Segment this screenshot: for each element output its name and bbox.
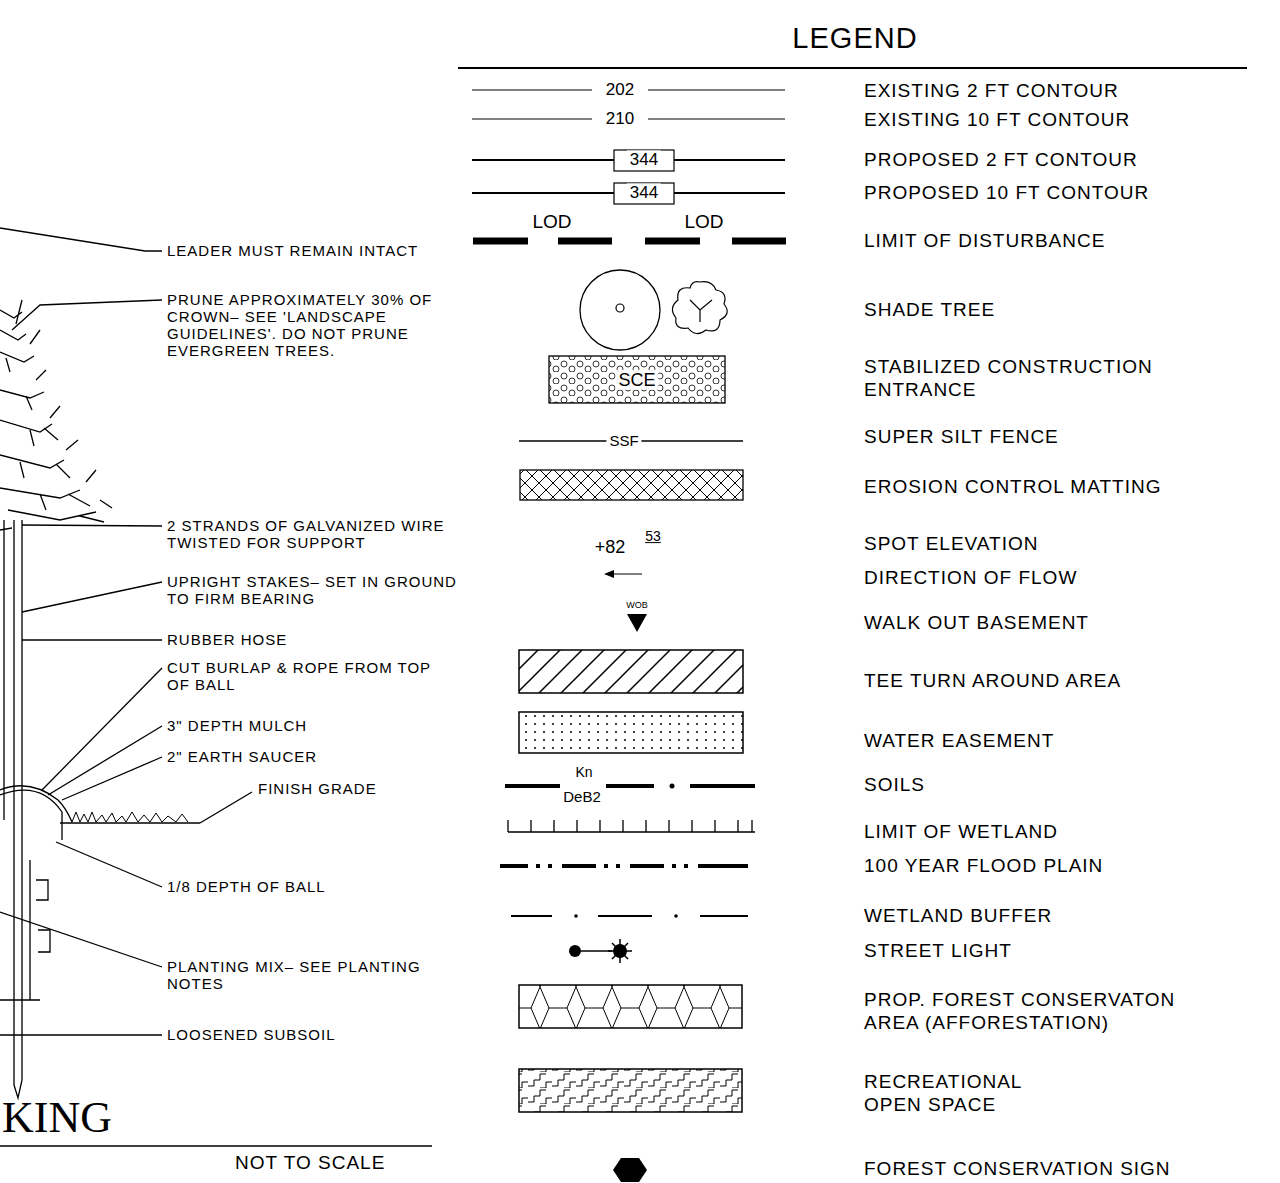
legend-sample-text: SSF: [606, 433, 641, 450]
callout-note: LOOSENED SUBSOIL: [167, 1027, 336, 1044]
callout-note: FINISH GRADE: [258, 781, 377, 798]
legend-sample-text: LOD: [681, 211, 726, 232]
callout-note: 1/8 DEPTH OF BALL: [167, 879, 326, 896]
legend-entry: LIMIT OF DISTURBANCE: [864, 230, 1264, 253]
callout-note: PRUNE APPROXIMATELY 30% OF CROWN– SEE 'L…: [167, 292, 485, 360]
legend-sample-text: 344: [627, 150, 661, 169]
legend-entry: STREET LIGHT: [864, 940, 1264, 963]
legend-sample-text: Kn: [572, 765, 595, 781]
legend-entry: EXISTING 10 FT CONTOUR: [864, 109, 1264, 132]
legend-entry: EROSION CONTROL MATTING: [864, 476, 1264, 499]
legend-sample-text: 210: [603, 109, 637, 128]
legend-sample-text: 53: [642, 529, 664, 545]
legend-entry: WETLAND BUFFER: [864, 905, 1264, 928]
legend-sample-text: 202: [603, 80, 637, 99]
callout-note: 2 STRANDS OF GALVANIZED WIRE TWISTED FOR…: [167, 518, 457, 552]
legend-entry: PROPOSED 2 FT CONTOUR: [864, 149, 1264, 172]
legend-entry: PROPOSED 10 FT CONTOUR: [864, 182, 1264, 205]
legend-entry: 100 YEAR FLOOD PLAIN: [864, 855, 1264, 878]
legend-sample-text: +82: [592, 537, 629, 557]
legend-sample-text: DeB2: [560, 789, 604, 806]
callout-note: CUT BURLAP & ROPE FROM TOP OF BALL: [167, 660, 442, 694]
legend-entry: SOILS: [864, 774, 1264, 797]
legend-sample-text: LOD: [529, 211, 574, 232]
legend-entry: RECREATIONAL OPEN SPACE: [864, 1071, 1064, 1117]
callout-note: RUBBER HOSE: [167, 632, 287, 649]
legend-title: LEGEND: [792, 22, 917, 55]
legend-entry: LIMIT OF WETLAND: [864, 821, 1264, 844]
callout-note: 3" DEPTH MULCH: [167, 718, 307, 735]
legend-entry: STABILIZED CONSTRUCTION ENTRANCE: [864, 356, 1194, 402]
legend-sample-text: SCE: [615, 370, 658, 390]
legend-entry: SUPER SILT FENCE: [864, 426, 1264, 449]
callout-note: PLANTING MIX– SEE PLANTING NOTES: [167, 959, 477, 993]
legend-entry: EXISTING 2 FT CONTOUR: [864, 80, 1264, 103]
legend-entry: WATER EASEMENT: [864, 730, 1264, 753]
callout-note: UPRIGHT STAKES– SET IN GROUND TO FIRM BE…: [167, 574, 457, 608]
legend-entry: SHADE TREE: [864, 299, 1264, 322]
legend-samples: [458, 68, 1247, 1182]
legend-sample-text: WOB: [623, 600, 651, 610]
legend-sample-text: 344: [627, 183, 661, 202]
legend-entry: SPOT ELEVATION: [864, 533, 1264, 556]
legend-entry: PROP. FOREST CONSERVATON AREA (AFFORESTA…: [864, 989, 1234, 1035]
detail-title: KING: [2, 1096, 112, 1140]
legend-entry: TEE TURN AROUND AREA: [864, 670, 1264, 693]
callout-note: 2" EARTH SAUCER: [167, 749, 317, 766]
scale-note: NOT TO SCALE: [235, 1152, 385, 1173]
legend-entry: DIRECTION OF FLOW: [864, 567, 1264, 590]
callout-note: LEADER MUST REMAIN INTACT: [167, 243, 418, 260]
legend-entry: WALK OUT BASEMENT: [864, 612, 1264, 635]
legend-entry: FOREST CONSERVATION SIGN: [864, 1158, 1264, 1181]
